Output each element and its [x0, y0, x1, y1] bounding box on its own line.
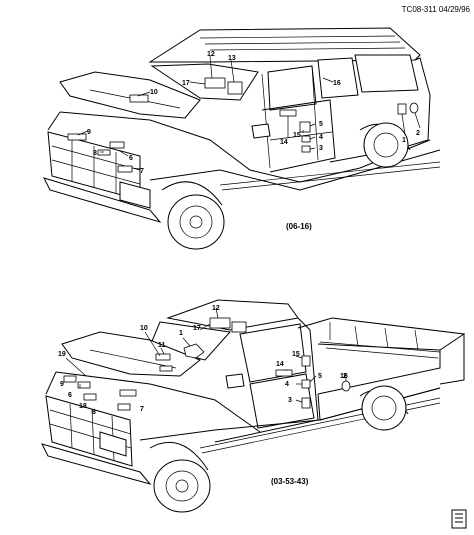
callout: 16 [333, 80, 341, 87]
pickup-caption: (03-53-43) [271, 477, 309, 486]
diagram-code: TC08-311 04/29/96 [402, 5, 471, 14]
callout: 4 [319, 134, 323, 141]
callout: 3 [288, 397, 292, 404]
callout: 8 [92, 409, 96, 416]
callout: 1 [402, 137, 406, 144]
callout: 14 [276, 361, 284, 368]
callout: 11 [158, 342, 166, 349]
callout: 14 [280, 139, 288, 146]
callout: 17 [182, 80, 190, 87]
suburban-callouts: 12 13 17 10 9 6 8 7 16 14 15 5 4 3 1 2 [87, 51, 420, 175]
callout: 4 [285, 381, 289, 388]
callout: 3 [319, 145, 323, 152]
callout: 15 [292, 351, 300, 358]
suburban-drawing [43, 27, 441, 250]
callout: 6 [68, 392, 72, 399]
callout: 7 [140, 168, 144, 175]
callout: 7 [140, 406, 144, 413]
callout: 17 [193, 325, 201, 332]
callout: 10 [150, 89, 158, 96]
callout: 2 [416, 130, 420, 137]
pickup-drawing [41, 299, 466, 513]
callout: 8 [93, 150, 97, 157]
callout: 16 [340, 373, 348, 380]
callout: 6 [129, 155, 133, 162]
callout: 15 [293, 132, 301, 139]
book-icon [451, 509, 467, 529]
callout: 5 [319, 121, 323, 128]
callout: 12 [212, 305, 220, 312]
callout: 9 [60, 381, 64, 388]
callout: 18 [79, 403, 87, 410]
callout: 13 [228, 55, 236, 62]
callout: 5 [318, 373, 322, 380]
callout: 1 [179, 330, 183, 337]
callout: 10 [140, 325, 148, 332]
callout: 2 [343, 373, 347, 380]
callout: 19 [58, 351, 66, 358]
suburban-caption: (06-16) [286, 222, 312, 231]
callout: 12 [207, 51, 215, 58]
callout: 9 [87, 129, 91, 136]
pickup-callouts: 12 17 10 1 11 19 9 6 18 8 7 16 15 14 5 4… [58, 305, 348, 416]
